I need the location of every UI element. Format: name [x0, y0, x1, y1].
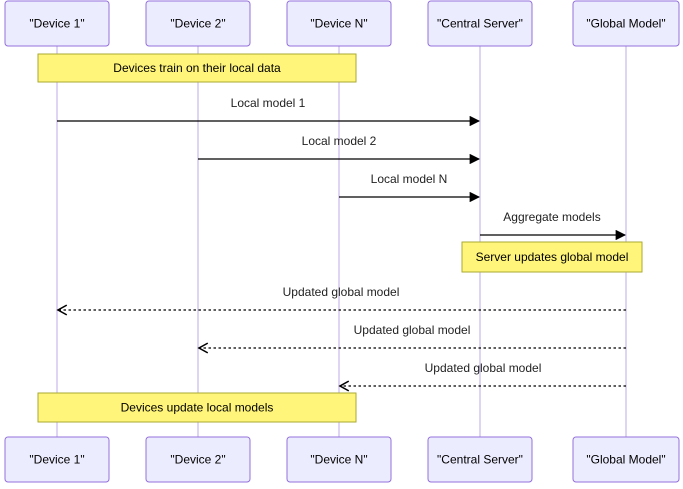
note-devices-update: Devices update local models: [37, 392, 357, 423]
message-aggregate-models: Aggregate models: [480, 210, 627, 241]
participant-global-model-top: "Global Model": [572, 0, 680, 47]
participants-bottom: "Device 1" "Device 2" "Device N" "Centra…: [4, 436, 680, 483]
participant-device-1-bottom: "Device 1": [4, 436, 110, 483]
participant-label: "Central Server": [437, 453, 523, 467]
message-local-model-1: Local model 1: [57, 96, 481, 127]
note-label: Devices update local models: [121, 401, 274, 415]
participants-top: "Device 1" "Device 2" "Device N" "Centra…: [4, 0, 680, 47]
participant-device-1-top: "Device 1": [4, 0, 110, 47]
participant-label: "Global Model": [586, 453, 665, 467]
participant-device-n-bottom: "Device N": [286, 436, 392, 483]
message-label: Aggregate models: [503, 210, 600, 224]
message-updated-global-model-device-1: Updated global model: [56, 285, 626, 316]
participant-central-server-bottom: "Central Server": [427, 436, 533, 483]
note-devices-train: Devices train on their local data: [37, 53, 357, 83]
message-label: Local model N: [371, 172, 448, 186]
participant-label: "Device N": [310, 17, 367, 31]
notes: Devices train on their local data Server…: [37, 53, 643, 423]
participant-device-2-bottom: "Device 2": [145, 436, 251, 483]
message-updated-global-model-device-2: Updated global model: [197, 323, 626, 354]
message-local-model-n: Local model N: [339, 172, 481, 203]
participant-label: "Global Model": [586, 17, 665, 31]
participant-device-n-top: "Device N": [286, 0, 392, 47]
participant-global-model-bottom: "Global Model": [572, 436, 680, 483]
participant-label: "Central Server": [437, 17, 523, 31]
message-label: Updated global model: [283, 285, 400, 299]
note-label: Devices train on their local data: [113, 61, 281, 75]
message-label: Updated global model: [354, 323, 471, 337]
message-label: Local model 2: [302, 134, 377, 148]
message-label: Local model 1: [231, 96, 306, 110]
message-label: Updated global model: [425, 361, 542, 375]
messages: Local model 1 Local model 2 Local model …: [56, 96, 627, 392]
participant-label: "Device N": [310, 453, 367, 467]
participant-label: "Device 1": [29, 17, 84, 31]
participant-label: "Device 2": [170, 453, 225, 467]
note-server-updates: Server updates global model: [461, 241, 643, 273]
note-label: Server updates global model: [476, 250, 629, 264]
message-updated-global-model-device-n: Updated global model: [338, 361, 626, 392]
participant-label: "Device 1": [29, 453, 84, 467]
participant-label: "Device 2": [170, 17, 225, 31]
participant-central-server-top: "Central Server": [427, 0, 533, 47]
participant-device-2-top: "Device 2": [145, 0, 251, 47]
message-local-model-2: Local model 2: [198, 134, 481, 165]
